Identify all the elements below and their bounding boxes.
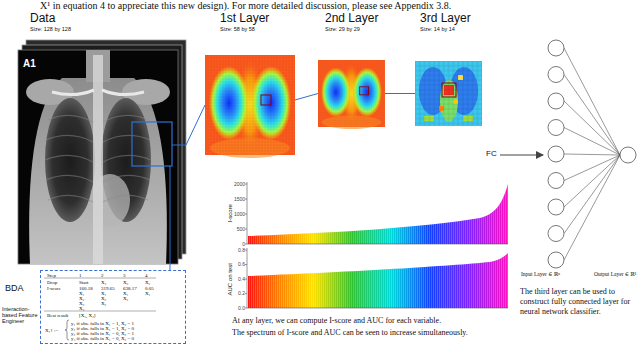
table-cell: X₃ xyxy=(123,280,128,285)
axis-title: AUC on test xyxy=(227,263,234,295)
table-cell: y₃ if obs. falls in X₁ = 0, X₂ = 1 xyxy=(71,331,134,336)
table-cell: X₁ xyxy=(145,291,153,296)
axis-tick: 2000 xyxy=(234,182,245,188)
connector-line xyxy=(385,93,415,94)
node-heading: 1st LayerSize: 58 by 58 xyxy=(220,12,269,32)
input-image: DataSize: 128 by 128 xyxy=(18,40,186,264)
axis-tick: 0.6 xyxy=(238,262,245,268)
table-cell: X₁† := xyxy=(45,328,58,333)
node-heading: 2nd LayerSize: 29 by 29 xyxy=(325,12,378,32)
layer-label: Input Layer ∈ ℝⁿ xyxy=(521,271,560,277)
table-cell: Step xyxy=(47,273,56,278)
feature-map: 1st LayerSize: 58 by 58 xyxy=(205,55,295,155)
feature-map: 3rd LayerSize: 14 by 14 xyxy=(415,61,482,126)
size-note: Size: 29 by 29 xyxy=(325,26,378,32)
axis-tick: 0.4 xyxy=(238,277,245,283)
connector-line xyxy=(186,105,205,145)
image-id: A1 xyxy=(23,58,36,69)
axis-tick: 0.2 xyxy=(238,291,245,297)
table-cell: Drop xyxy=(47,280,57,285)
size-note: Size: 58 by 58 xyxy=(220,26,269,32)
chart-note: The spectrum of I-score and AUC can be s… xyxy=(232,329,468,338)
table-cell: y₄ if obs. falls in X₁ = 0, X₂ = 0 xyxy=(71,336,134,341)
size-note: Size: 14 by 14 xyxy=(420,26,471,32)
axis-tick: 0.8 xyxy=(238,248,245,254)
table-cell: Start xyxy=(79,280,88,285)
table-cell: I-score xyxy=(47,286,61,291)
table-cell: y₁ if obs. falls in X₁ = 1, X₂ = 1 xyxy=(71,321,134,326)
table-cell: y₂ if obs. falls in X₁ = 1, X₂ = 0 xyxy=(71,326,134,331)
axis-tick: 0 xyxy=(242,242,245,248)
table-cell: X₄ xyxy=(101,280,106,285)
header-text: X¹ in equation 4 to appreciate this new … xyxy=(40,0,451,11)
method-name: BDA xyxy=(5,284,24,294)
table-cell: X₂ xyxy=(145,280,150,285)
axis-title: I-score xyxy=(227,204,234,222)
layer-title: Data xyxy=(30,12,71,26)
table-cell: 1 xyxy=(79,273,82,278)
axis-tick: 1500 xyxy=(234,197,245,203)
feature-map: 2nd LayerSize: 29 by 29 xyxy=(318,60,385,127)
table-cell: 4 xyxy=(145,273,148,278)
table-cell: 3 xyxy=(123,273,126,278)
table-cell: 638.17 xyxy=(123,286,137,291)
side-note: The third layer can be used to construct… xyxy=(520,287,638,317)
connector-line xyxy=(295,94,318,101)
axis-tick: 0.0 xyxy=(238,306,245,312)
table-cell: 319.65 xyxy=(101,286,115,291)
table-cell: 2 xyxy=(101,273,104,278)
table-cell: 0.05 xyxy=(145,286,154,291)
layer-title: 1st Layer xyxy=(220,12,269,26)
table-cell: 160.18 xyxy=(79,286,93,291)
axis-tick: 500 xyxy=(237,227,245,233)
table-cell: X₁ X₂ X₃ xyxy=(101,291,109,306)
table-cell: X₁ X₂ xyxy=(123,291,131,301)
layer-tag: FC xyxy=(486,150,497,159)
table-cell: [X₁, X₂] xyxy=(79,313,96,318)
node-heading: 3rd LayerSize: 14 by 14 xyxy=(420,12,471,32)
layer-label: Output Layer ∈ ℝ¹ xyxy=(594,271,637,277)
layer-title: 2nd Layer xyxy=(325,12,378,26)
bda-box: Step 1 2 3 4Drop Start X₄ X₃ X₂ I-score 160.18 319.… xyxy=(40,270,186,344)
table-cell: Best result xyxy=(47,313,68,318)
axis-tick: 1000 xyxy=(234,212,245,218)
table-cell: X₁ X₂ X₃ X₄ xyxy=(79,291,87,311)
node-heading: DataSize: 128 by 128 xyxy=(30,12,71,32)
chart-note: At any layer, we can compute I-score and… xyxy=(232,317,441,326)
method-note: Interaction-based Feature Engineer xyxy=(2,306,38,324)
size-note: Size: 128 by 128 xyxy=(30,26,71,32)
layer-title: 3rd Layer xyxy=(420,12,471,26)
